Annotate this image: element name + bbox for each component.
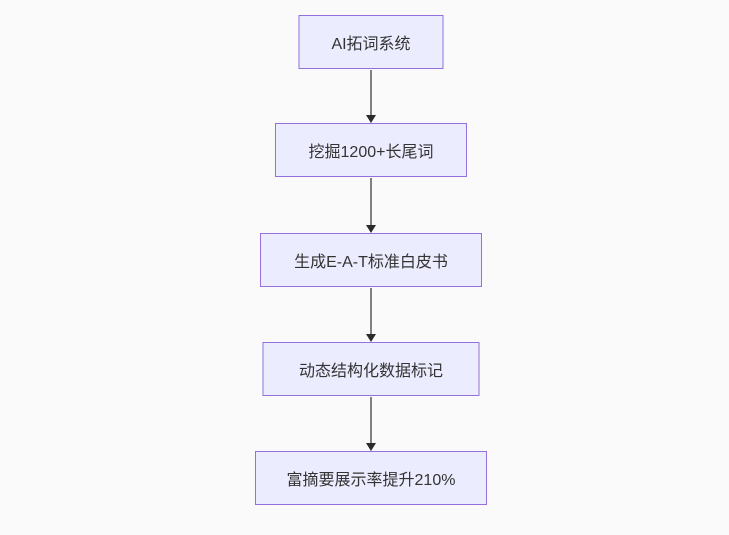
arrowhead-down-icon (366, 334, 376, 342)
flow-node-rich-snippet-result: 富摘要展示率提升210% (255, 451, 487, 505)
edge-line (370, 70, 372, 117)
edge-b-c (365, 178, 377, 233)
flow-node-label: 生成E-A-T标准白皮书 (294, 254, 448, 271)
arrowhead-down-icon (366, 115, 376, 123)
arrowhead-down-icon (366, 225, 376, 233)
edge-c-d (365, 288, 377, 342)
flow-node-label: AI拓词系统 (331, 36, 411, 53)
edge-line (370, 397, 372, 445)
flow-node-structured-data-markup: 动态结构化数据标记 (262, 342, 480, 396)
flow-node-eat-whitepaper: 生成E-A-T标准白皮书 (260, 233, 482, 287)
flow-node-longtail-mining: 挖掘1200+长尾词 (275, 123, 467, 177)
edge-line (370, 288, 372, 336)
flow-node-ai-keyword-system: AI拓词系统 (298, 15, 444, 69)
edge-a-b (365, 70, 377, 123)
flow-node-label: 动态结构化数据标记 (298, 363, 443, 380)
edge-line (370, 178, 372, 227)
edge-d-e (365, 397, 377, 451)
flow-node-label: 富摘要展示率提升210% (286, 472, 456, 489)
arrowhead-down-icon (366, 443, 376, 451)
flow-node-label: 挖掘1200+长尾词 (308, 144, 434, 161)
